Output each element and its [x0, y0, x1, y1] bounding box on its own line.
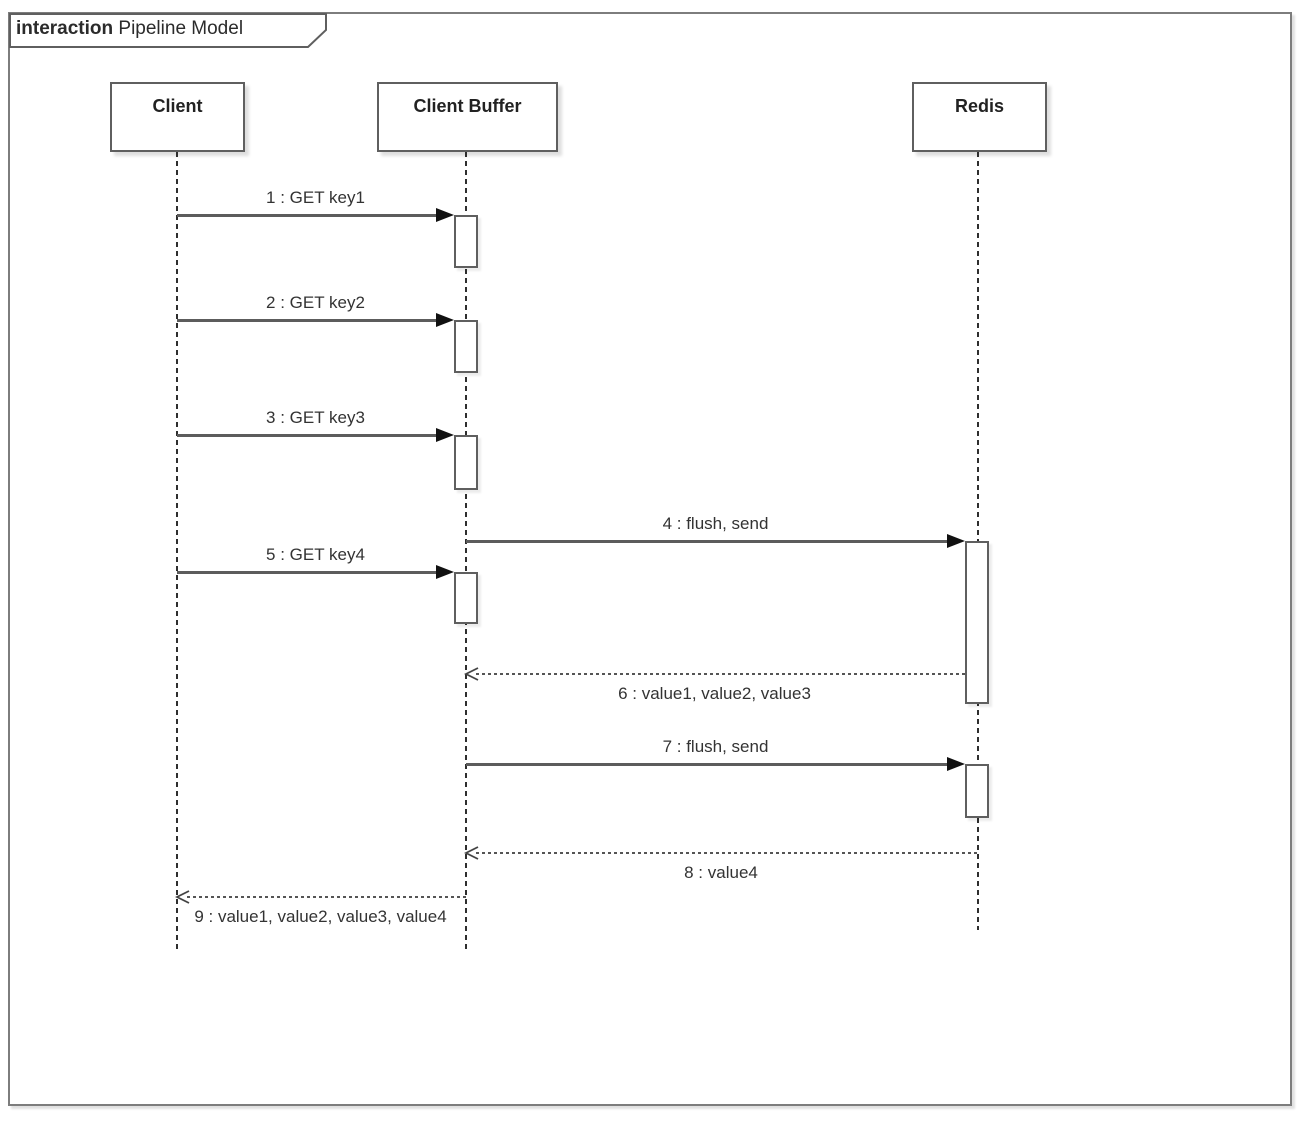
message-label: 8 : value4: [684, 863, 758, 882]
lifeline-head-client-buffer: Client Buffer: [377, 82, 558, 152]
message-line: [466, 763, 951, 766]
message-label: 9 : value1, value2, value3, value4: [194, 907, 447, 926]
message-line: [177, 434, 440, 437]
message-label: 3 : GET key3: [266, 408, 365, 427]
message-line: [466, 540, 951, 543]
frame-title-tab: interaction Pipeline Model: [9, 13, 329, 49]
message-line-dotted: [476, 852, 978, 854]
arrowhead-filled-icon: [436, 208, 454, 222]
frame-name: Pipeline Model: [118, 18, 244, 39]
message-label: 6 : value1, value2, value3: [618, 684, 811, 703]
lifeline-label: Client: [152, 96, 203, 116]
message-label: 1 : GET key1: [266, 188, 365, 207]
lifeline-client-buffer: [465, 152, 467, 952]
message-line-dotted: [187, 896, 466, 898]
arrowhead-filled-icon: [947, 757, 965, 771]
lifeline-label: Redis: [954, 96, 1005, 116]
arrowhead-filled-icon: [436, 428, 454, 442]
lifeline-client: [176, 152, 178, 952]
message-label: 5 : GET key4: [266, 545, 365, 564]
message-line: [177, 319, 440, 322]
lifeline-label: Client Buffer: [413, 96, 522, 116]
arrowhead-filled-icon: [947, 534, 965, 548]
lifeline-head-client: Client: [110, 82, 245, 152]
interaction-frame: [8, 12, 1292, 1106]
activation-bar-redis-1: [965, 541, 989, 704]
message-label: 4 : flush, send: [662, 514, 769, 533]
message-label: 7 : flush, send: [662, 737, 769, 756]
activation-bar-buffer-4: [454, 572, 478, 624]
message-line: [177, 214, 440, 217]
arrowhead-open-icon: [175, 890, 190, 904]
activation-bar-redis-2: [965, 764, 989, 818]
activation-bar-buffer-2: [454, 320, 478, 373]
message-line: [177, 571, 440, 574]
message-line-dotted: [476, 673, 965, 675]
message-label: 2 : GET key2: [266, 293, 365, 312]
lifeline-head-redis: Redis: [912, 82, 1047, 152]
arrowhead-open-icon: [464, 667, 479, 681]
activation-bar-buffer-3: [454, 435, 478, 490]
arrowhead-open-icon: [464, 846, 479, 860]
activation-bar-buffer-1: [454, 215, 478, 268]
frame-title: interaction Pipeline Model: [16, 18, 243, 40]
frame-tab-pentagon: [9, 13, 327, 48]
arrowhead-filled-icon: [436, 565, 454, 579]
arrowhead-filled-icon: [436, 313, 454, 327]
frame-keyword: interaction: [16, 18, 114, 39]
